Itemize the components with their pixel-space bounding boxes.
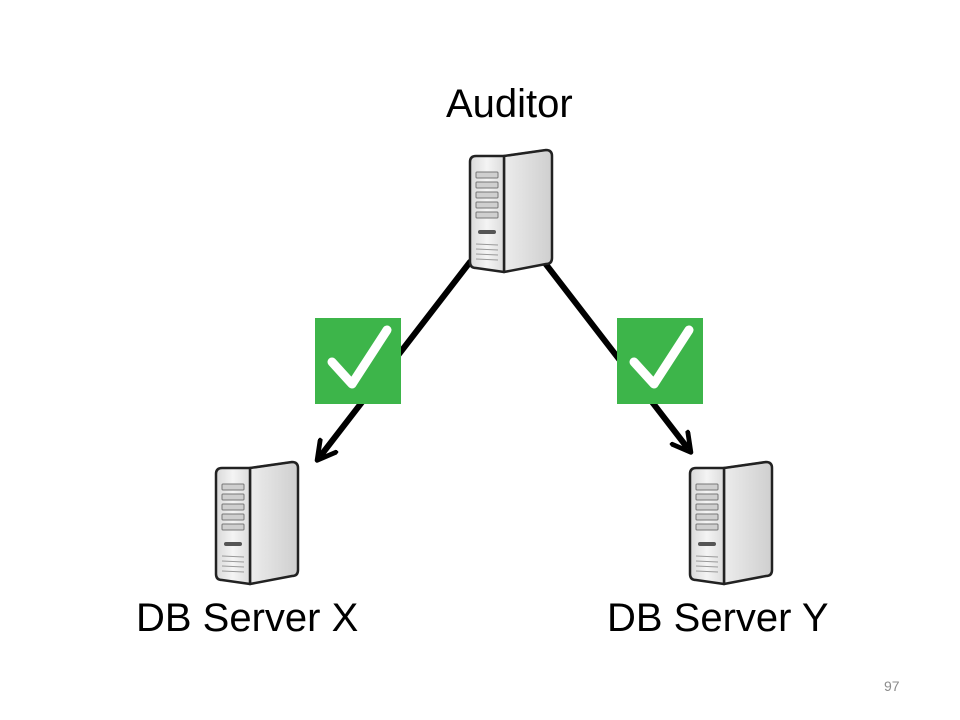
server-icon (688, 460, 774, 586)
db-server-x-label: DB Server X (136, 596, 359, 640)
page-number: 97 (884, 678, 900, 694)
arrow-auditor-to-y (535, 251, 686, 446)
server-icon (468, 148, 554, 274)
checkmark-icon (617, 318, 703, 404)
db-server-y-label: DB Server Y (607, 596, 829, 640)
auditor-label: Auditor (446, 82, 573, 126)
checkmark-icon (315, 318, 401, 404)
server-icon (214, 460, 300, 586)
